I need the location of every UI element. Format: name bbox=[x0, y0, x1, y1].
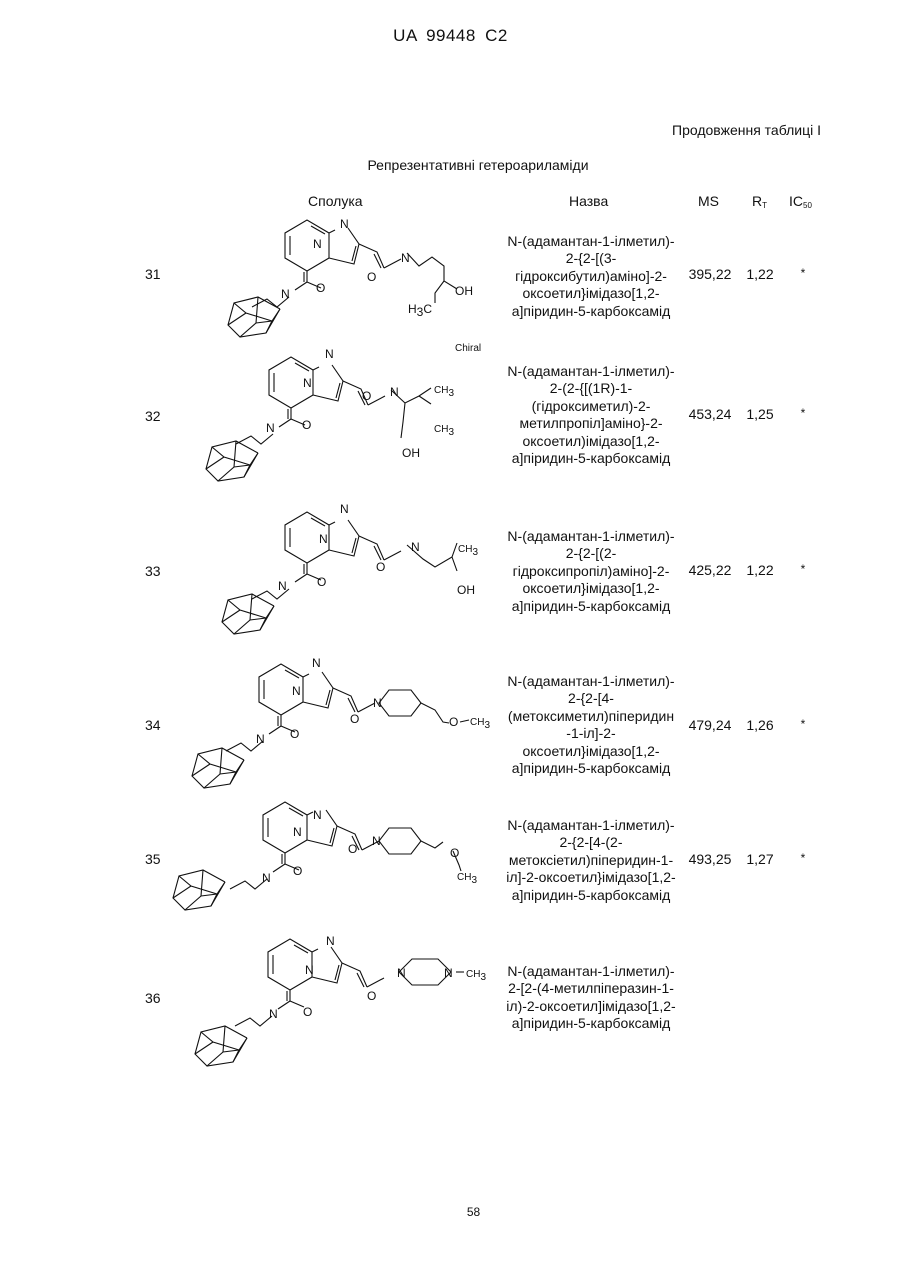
svg-text:N: N bbox=[319, 532, 328, 546]
svg-text:N: N bbox=[312, 656, 321, 670]
svg-text:N: N bbox=[303, 376, 312, 390]
svg-text:N: N bbox=[305, 963, 314, 977]
svg-text:N: N bbox=[292, 684, 301, 698]
svg-text:CH3: CH3 bbox=[466, 969, 486, 983]
svg-text:OH: OH bbox=[402, 446, 420, 460]
svg-text:H3C: H3C bbox=[408, 302, 432, 319]
svg-text:OH: OH bbox=[457, 583, 475, 597]
svg-text:CH3: CH3 bbox=[434, 385, 454, 399]
svg-text:N: N bbox=[397, 966, 406, 980]
svg-text:N: N bbox=[326, 934, 335, 948]
structure-33-labels: N N O N O N CH3 OH bbox=[278, 502, 478, 597]
svg-text:N: N bbox=[281, 287, 290, 301]
svg-text:N: N bbox=[256, 732, 265, 746]
svg-text:CH3: CH3 bbox=[434, 424, 454, 438]
svg-text:O: O bbox=[302, 418, 311, 432]
svg-text:CH3: CH3 bbox=[457, 872, 477, 886]
svg-text:CH3: CH3 bbox=[458, 544, 478, 558]
svg-text:N: N bbox=[372, 834, 381, 848]
svg-text:O: O bbox=[367, 270, 376, 284]
svg-text:N: N bbox=[313, 808, 322, 822]
svg-text:N: N bbox=[411, 540, 420, 554]
svg-text:N: N bbox=[444, 966, 453, 980]
svg-text:O: O bbox=[293, 864, 302, 878]
svg-text:O: O bbox=[348, 842, 357, 856]
svg-text:N: N bbox=[293, 825, 302, 839]
svg-text:O: O bbox=[449, 715, 458, 729]
structure-36-labels: N N O N O N N CH3 bbox=[269, 934, 486, 1021]
svg-text:N: N bbox=[266, 421, 275, 435]
svg-text:O: O bbox=[317, 575, 326, 589]
svg-text:N: N bbox=[313, 237, 322, 251]
svg-text:N: N bbox=[269, 1007, 278, 1021]
svg-text:N: N bbox=[262, 871, 271, 885]
svg-text:N: N bbox=[278, 579, 287, 593]
svg-text:O: O bbox=[290, 727, 299, 741]
svg-text:O: O bbox=[303, 1005, 312, 1019]
svg-text:O: O bbox=[367, 989, 376, 1003]
svg-text:OH: OH bbox=[455, 284, 473, 298]
svg-text:O: O bbox=[362, 389, 371, 403]
svg-text:N: N bbox=[325, 347, 334, 361]
svg-text:N: N bbox=[390, 385, 399, 399]
svg-text:O: O bbox=[450, 846, 459, 860]
svg-text:N: N bbox=[401, 251, 410, 265]
svg-text:O: O bbox=[376, 560, 385, 574]
svg-text:N: N bbox=[340, 502, 349, 516]
page-number: 58 bbox=[0, 1205, 901, 1219]
svg-text:CH3: CH3 bbox=[470, 717, 490, 731]
structure-32-labels: N N O N O N CH3 CH3 OH bbox=[266, 347, 454, 460]
svg-text:O: O bbox=[316, 281, 325, 295]
svg-text:N: N bbox=[373, 696, 382, 710]
svg-text:O: O bbox=[350, 712, 359, 726]
svg-text:N: N bbox=[340, 217, 349, 231]
